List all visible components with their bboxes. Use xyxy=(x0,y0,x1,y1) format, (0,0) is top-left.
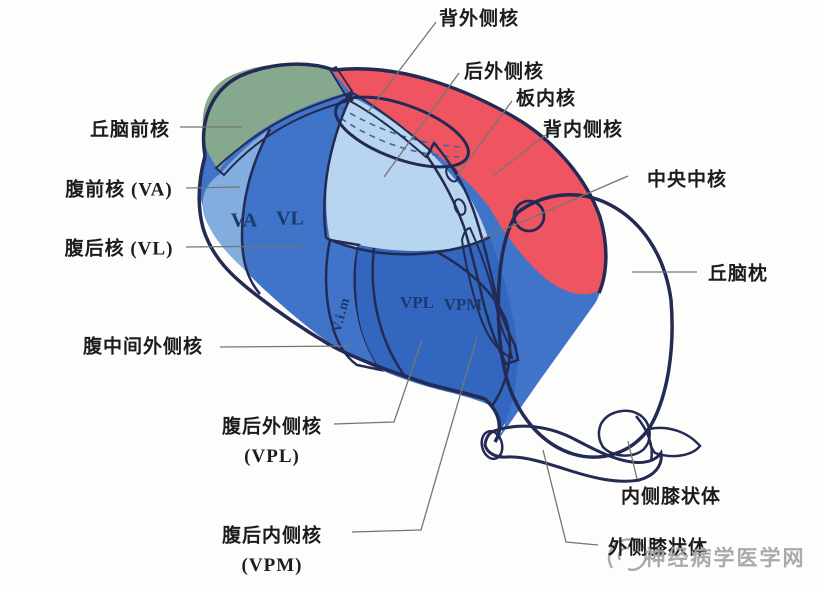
arc-vl-lp-separator xyxy=(323,93,354,239)
label-ventral-intermediate: 腹中间外侧核 xyxy=(82,336,204,358)
leader-ventral-lateral xyxy=(185,245,303,248)
label-ventral-lateral: 腹后核 (VL) xyxy=(64,238,174,260)
leader-centromedian xyxy=(481,175,629,240)
label-ventral-anterior: 腹前核 (VA) xyxy=(65,179,173,201)
region-text-vl: VL xyxy=(276,207,304,230)
leader-dorsomedial xyxy=(493,130,552,176)
label-anterior-nucleus: 丘脑前核 xyxy=(89,119,171,141)
region-lateral-posterior xyxy=(326,96,488,255)
label-dorsomedial: 背内侧核 xyxy=(542,119,624,141)
leader-ventral-anterior xyxy=(185,186,241,189)
region-anterior-nucleus xyxy=(202,64,345,170)
label-vpm-line1: 腹后内侧核 xyxy=(221,525,323,547)
white-band-red-lateral xyxy=(344,90,433,159)
leader-medial-geniculate xyxy=(627,440,638,480)
region-vim xyxy=(324,238,384,372)
label-intralaminar: 板内核 xyxy=(515,88,577,110)
body-outline-top xyxy=(201,62,608,294)
label-medial-geniculate: 内侧膝状体 xyxy=(620,486,722,508)
leader-dorsal-lateral xyxy=(367,21,437,113)
region-text-vpl: VPL xyxy=(400,293,434,312)
arc-va-vl-separator xyxy=(240,128,272,295)
region-medial-geniculate xyxy=(597,409,651,457)
region-pulvinar xyxy=(496,193,674,459)
body-outline-left-bottom xyxy=(197,155,502,443)
label-vpl-line1: 腹后外侧核 xyxy=(221,416,323,438)
watermark-text: 神经病学医学网 xyxy=(644,546,806,570)
leader-ventral-intermediate xyxy=(219,345,353,348)
dorsal-lateral-ellipse xyxy=(334,95,470,169)
label-posterior-lateral: 后外侧核 xyxy=(463,61,545,83)
region-lateral-geniculate xyxy=(483,424,663,483)
leader-lateral-geniculate xyxy=(542,449,599,546)
white-lamina-band xyxy=(425,140,520,366)
ellipse-dashed-line-mid xyxy=(340,106,465,149)
label-vpl-line2: (VPL) xyxy=(244,446,300,467)
pulvinar-flap xyxy=(647,426,702,458)
pulvinar-bump xyxy=(512,199,546,233)
intralaminar-dot-2 xyxy=(453,198,467,216)
arc-vpl-vpm-separator xyxy=(436,250,512,407)
label-centromedian: 中央中核 xyxy=(646,169,728,191)
leader-vpl xyxy=(333,339,423,425)
lateral-geniculate-cap xyxy=(480,429,504,461)
white-band-anterior xyxy=(214,92,354,177)
intralaminar-dot-1 xyxy=(445,165,459,183)
watermark-logo xyxy=(607,538,648,571)
label-pulvinar: 丘脑枕 xyxy=(707,263,769,285)
region-text-vpm: VPM xyxy=(443,295,483,314)
leader-intralaminar xyxy=(456,100,513,177)
leader-vpm xyxy=(351,336,478,533)
label-dorsal-lateral: 背外侧核 xyxy=(438,8,520,30)
leader-posterior-lateral xyxy=(383,72,460,178)
white-band-green-red xyxy=(328,65,354,98)
region-dorsomedial-red xyxy=(332,69,606,295)
region-text-va: VA xyxy=(230,209,258,232)
region-centromedian xyxy=(460,226,514,360)
label-lateral-geniculate: 外侧膝状体 xyxy=(607,537,709,559)
region-vpl-vpm xyxy=(355,237,518,441)
arc-vim-vpl-separator xyxy=(371,247,406,376)
label-vpm-line2: (VPM) xyxy=(241,555,303,576)
